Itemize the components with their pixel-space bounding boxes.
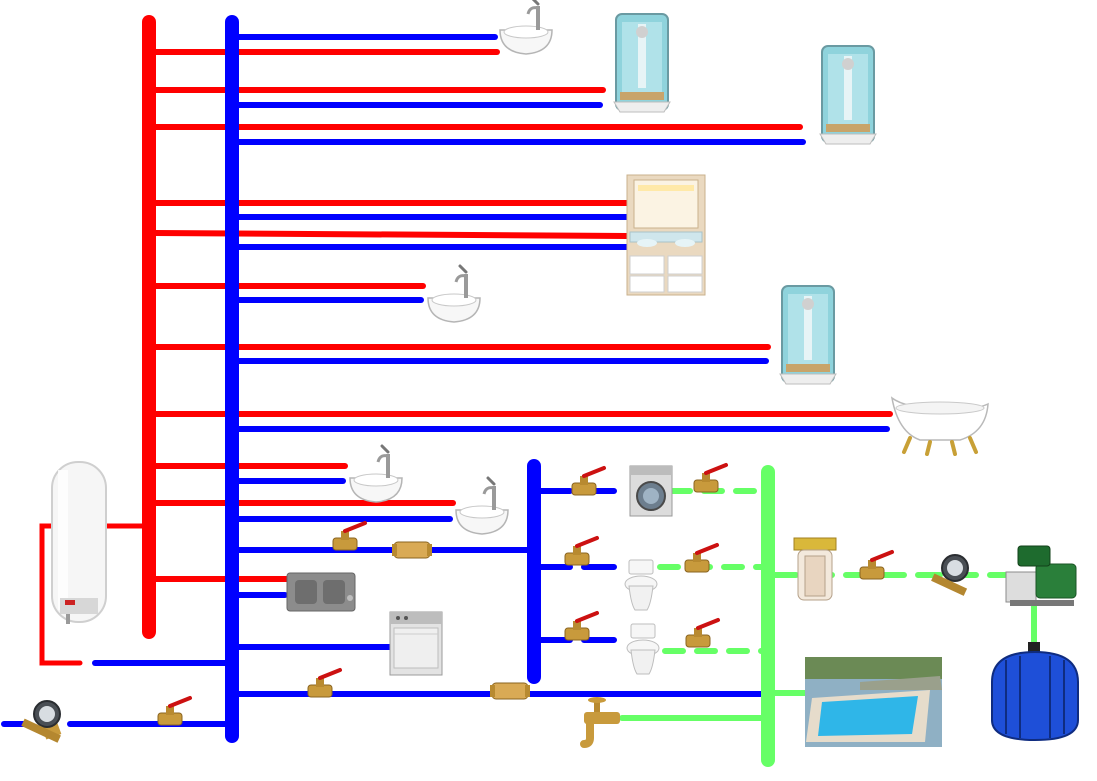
check-valve-icon xyxy=(391,541,433,559)
vanity-icon xyxy=(626,174,706,296)
kitchen-sink-icon xyxy=(286,572,356,612)
valve-icon[interactable] xyxy=(684,618,720,649)
valve-icon[interactable] xyxy=(692,463,728,494)
water-heater-icon xyxy=(51,461,107,624)
cold-water-network xyxy=(1,15,890,743)
dishwasher-icon xyxy=(389,611,443,676)
shower-cabin-icon xyxy=(819,45,877,145)
washbasin-icon xyxy=(454,476,510,536)
washbasin-icon xyxy=(498,0,554,56)
shower-cabin-icon xyxy=(779,285,837,385)
valve-icon[interactable] xyxy=(563,611,599,642)
pump-icon xyxy=(1005,545,1077,606)
toilet-icon xyxy=(626,623,660,675)
toilet-icon xyxy=(624,559,658,611)
washbasin-icon xyxy=(426,264,482,324)
shower-cabin-icon xyxy=(613,13,671,113)
valve-icon[interactable] xyxy=(563,536,599,567)
water-meter-icon xyxy=(21,700,62,743)
washbasin-icon xyxy=(348,444,404,504)
water-meter-icon xyxy=(931,554,969,596)
bathtub-icon xyxy=(890,396,989,456)
valve-icon[interactable] xyxy=(331,521,367,552)
valve-icon[interactable] xyxy=(156,696,192,727)
filter-icon xyxy=(793,537,837,601)
garden-tap-icon xyxy=(580,697,620,748)
tank-icon xyxy=(991,642,1079,742)
check-valve-icon xyxy=(489,682,531,700)
washing-machine-icon xyxy=(629,465,673,517)
swimming-pool-icon xyxy=(805,657,942,747)
